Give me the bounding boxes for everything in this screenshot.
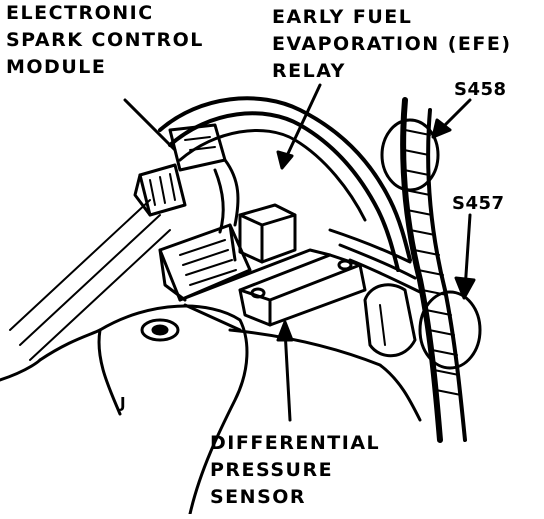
efe-leader-line <box>283 83 322 162</box>
label-s458: S458 <box>454 79 507 100</box>
efe-relay <box>238 203 297 264</box>
label-electronic-spark-control-module: ELECTRONIC SPARK CONTROL MODULE <box>6 2 204 78</box>
label-s457: S457 <box>452 193 505 214</box>
esc-leader-line <box>123 98 177 152</box>
splice-s458 <box>380 118 440 192</box>
dps-leader-line <box>283 328 292 422</box>
module-connector <box>138 163 187 217</box>
label-differential-pressure-sensor: DIFFERENTIAL PRESSURE SENSOR <box>210 432 381 508</box>
part-mark: J <box>120 394 126 412</box>
engine-block-outline <box>98 304 249 516</box>
label-efe-relay: EARLY FUEL EVAPORATION (EFE) RELAY <box>272 6 512 82</box>
spark-control-module <box>158 223 252 302</box>
splice-s457 <box>418 290 482 370</box>
wiring-harness-upper <box>158 96 412 262</box>
mount-boss <box>140 318 180 342</box>
hose-fitting <box>363 283 417 358</box>
s457-arrow <box>463 213 472 292</box>
wiring-harness-right <box>400 97 443 443</box>
